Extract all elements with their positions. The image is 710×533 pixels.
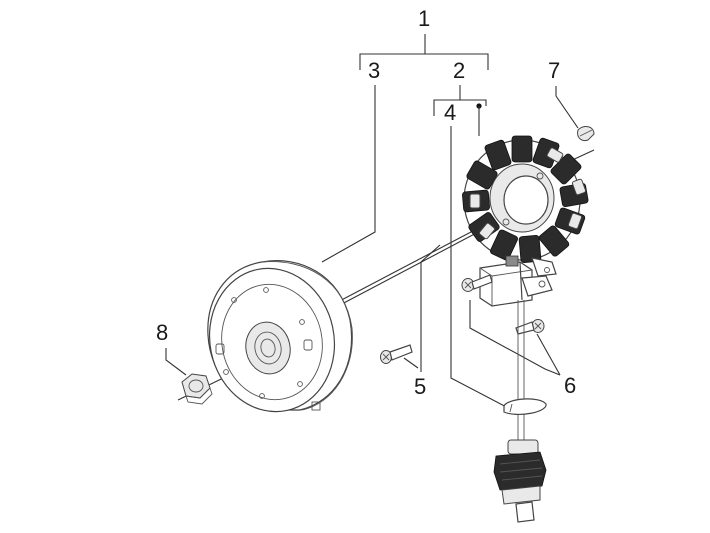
- pickup-bracket: [521, 275, 553, 297]
- stator-pole-tips: [469, 147, 587, 240]
- screw-right: [515, 319, 545, 335]
- bracket-group-2: [433, 85, 487, 116]
- wire-harness: [503, 261, 547, 448]
- callout-7: 7: [548, 58, 560, 83]
- callout-6: 6: [564, 373, 576, 398]
- flange-nut: [181, 373, 213, 405]
- mounting-bolt: [380, 344, 413, 364]
- callout-2: 2: [453, 58, 465, 83]
- screw-left: [461, 274, 493, 292]
- callout-3: 3: [368, 58, 380, 83]
- flywheel-rotor: [207, 260, 353, 413]
- callout-1: 1: [418, 6, 430, 31]
- callout-8: 8: [156, 320, 168, 345]
- woodruff-key: [577, 126, 595, 141]
- wire-connector: [493, 439, 547, 523]
- callout-4: 4: [444, 100, 456, 125]
- stator-assembly: [462, 135, 589, 277]
- callout-5: 5: [414, 374, 426, 399]
- bracket-group-1: [359, 34, 489, 70]
